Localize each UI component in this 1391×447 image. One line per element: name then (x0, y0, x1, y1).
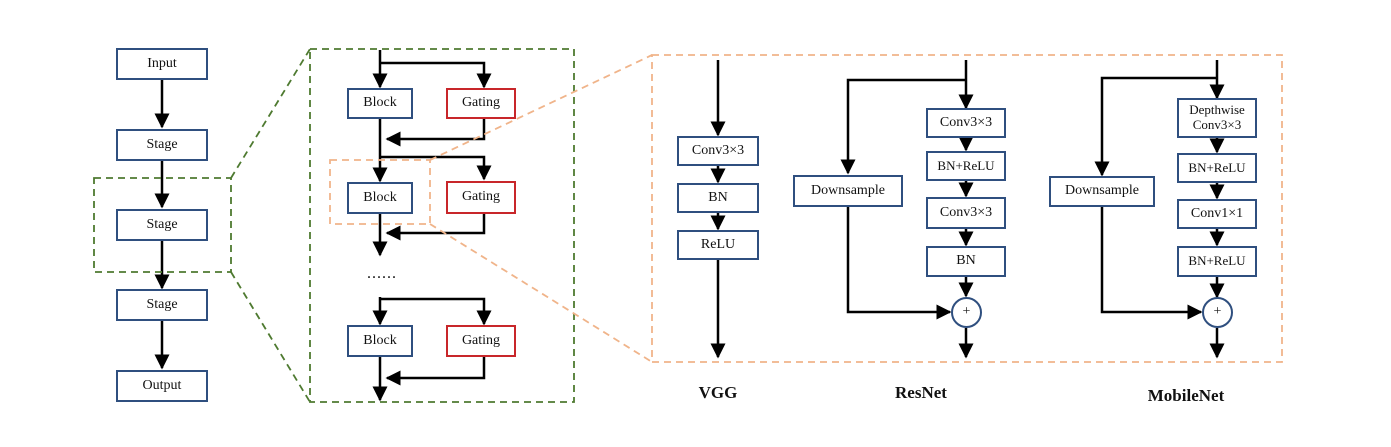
gating-box-3: Gating (446, 325, 516, 357)
arrow-into-gating2 (380, 155, 492, 181)
block-connector-top (429, 54, 653, 161)
stage-highlight-frame (93, 177, 232, 273)
output-box: Output (116, 370, 208, 402)
block-box-3: Block (347, 325, 413, 357)
block-highlight-frame (329, 159, 431, 225)
ellipsis: ...... (367, 264, 397, 282)
arrow-mobilenet-shortcut-in (1094, 76, 1217, 177)
mobilenet-bnrelu-box-1: BN+ReLU (1177, 153, 1257, 183)
resnet-conv1-box: Conv3×3 (926, 108, 1006, 138)
resnet-title: ResNet (895, 383, 947, 403)
mobilenet-dwconv-box: Depthwise Conv3×3 (1177, 98, 1257, 138)
arrow-mobilenet-downsample-add (1100, 207, 1203, 320)
gating-box-2: Gating (446, 181, 516, 214)
mobilenet-title: MobileNet (1147, 386, 1225, 406)
resnet-bn-box: BN (926, 246, 1006, 277)
arrow-resnet-downsample-add (846, 207, 952, 320)
zoom-connector-bottom (230, 271, 311, 403)
arrow-gating1-merge (385, 119, 486, 147)
block-detail-frame (651, 54, 1283, 363)
zoom-connector-top (230, 48, 311, 179)
stage-detail-frame (309, 48, 575, 403)
stage-box-3: Stage (116, 289, 208, 321)
mobilenet-downsample-box: Downsample (1049, 176, 1155, 207)
resnet-conv2-box: Conv3×3 (926, 197, 1006, 229)
mobilenet-add-node: + (1202, 297, 1233, 328)
stage-box-2: Stage (116, 209, 208, 241)
resnet-bnrelu-box: BN+ReLU (926, 151, 1006, 181)
input-box: Input (116, 48, 208, 80)
arrow-resnet-shortcut-in (840, 78, 966, 175)
vgg-title: VGG (698, 383, 738, 403)
block-box-2: Block (347, 182, 413, 214)
gating-box-1: Gating (446, 88, 516, 119)
mobilenet-conv-box: Conv1×1 (1177, 199, 1257, 229)
vgg-bn-box: BN (677, 183, 759, 213)
resnet-add-node: + (951, 297, 982, 328)
mobilenet-dwconv-line2: Conv3×3 (1192, 117, 1242, 132)
arrow-into-gating1 (380, 61, 492, 89)
block-connector-bottom (429, 223, 653, 363)
vgg-conv-box: Conv3×3 (677, 136, 759, 166)
block-box-1: Block (347, 88, 413, 119)
mobilenet-dwconv-line1: Depthwise (1189, 102, 1245, 118)
resnet-downsample-box: Downsample (793, 175, 903, 207)
arrow-into-gating3 (380, 297, 492, 326)
arrow-gating3-merge (385, 357, 486, 386)
vgg-relu-box: ReLU (677, 230, 759, 260)
mobilenet-bnrelu-box-2: BN+ReLU (1177, 246, 1257, 277)
arrow-gating2-merge (385, 214, 486, 241)
stage-box-1: Stage (116, 129, 208, 161)
